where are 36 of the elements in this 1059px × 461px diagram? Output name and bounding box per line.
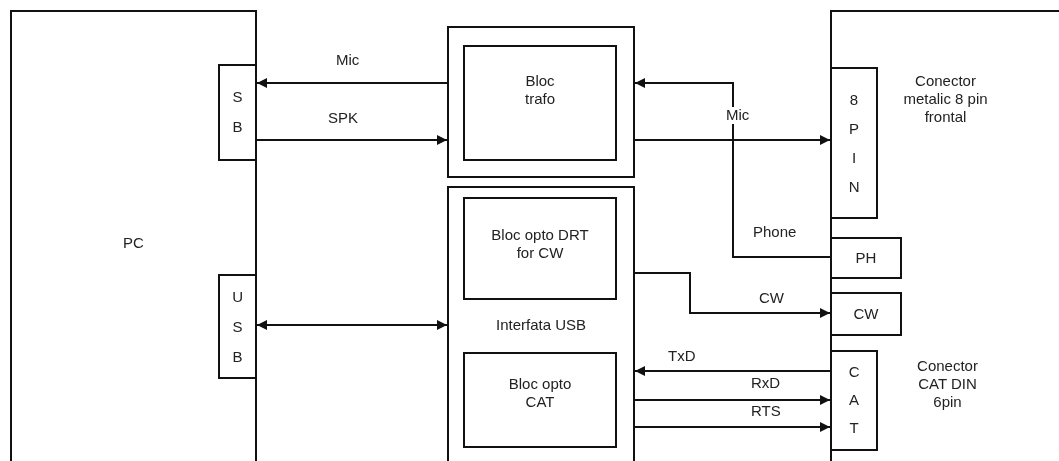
module-box <box>447 186 635 461</box>
connector-caption: Conector metalic 8 pin frontal <box>902 72 989 126</box>
block-box <box>463 45 617 161</box>
vertical-label: USB <box>232 287 243 367</box>
vertical-label: CAT <box>848 362 860 438</box>
arrow <box>256 78 448 88</box>
port-box <box>218 64 257 161</box>
radio-box <box>830 10 1059 461</box>
arrow <box>634 135 831 145</box>
connector-box <box>830 350 878 451</box>
module-box <box>447 26 635 178</box>
arrow <box>256 320 448 330</box>
connector-box <box>830 237 902 279</box>
block-box <box>463 197 617 300</box>
box-label: Bloc opto DRT for CW <box>490 226 590 262</box>
box-label: Interfata USB <box>494 316 587 334</box>
box-label: PC <box>122 234 145 252</box>
connector-box <box>830 67 878 219</box>
box-label: PH <box>854 249 878 267</box>
connector-caption: Conector CAT DIN 6pin <box>916 357 979 411</box>
arrow <box>634 272 831 318</box>
arrow <box>634 366 831 376</box>
box-label: Bloc trafo <box>524 72 556 108</box>
box-label: Bloc opto CAT <box>507 375 573 411</box>
computer-box <box>10 10 257 461</box>
edge-label: Mic <box>725 107 751 124</box>
vertical-label: SB <box>232 87 243 137</box>
arrow <box>256 135 448 145</box>
box-label: CW <box>852 305 880 323</box>
connector-box <box>830 292 902 336</box>
block-box <box>463 352 617 448</box>
arrow <box>634 395 831 405</box>
vertical-label: 8PIN <box>848 90 860 197</box>
arrow <box>634 422 831 432</box>
port-box <box>218 274 257 379</box>
arrow <box>634 78 831 258</box>
